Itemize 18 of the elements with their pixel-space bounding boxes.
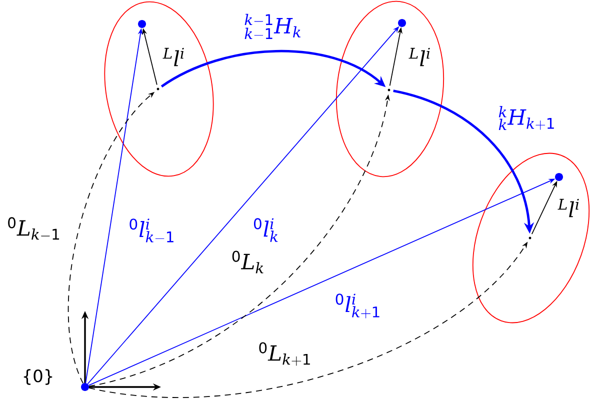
edge-label: ${}^{0}l^{i}_{k+1}$ bbox=[334, 293, 382, 319]
frame-label: {0} bbox=[24, 369, 52, 385]
landmark-dot bbox=[398, 19, 406, 27]
edge-label: ${}^{0}L_{k}$ bbox=[230, 250, 266, 274]
edge-label: ${}^{0}L_{k-1}$ bbox=[6, 216, 62, 242]
edge-label: ${}^{L}l^{i}$ bbox=[408, 47, 432, 67]
pose-point bbox=[388, 88, 390, 92]
edge-label: ${}^{k-1}_{k-1}H_{k}$ bbox=[244, 13, 302, 41]
edge-label: ${}^{k}_{k}H_{k+1}$ bbox=[498, 105, 556, 131]
pose-point bbox=[156, 88, 160, 90]
edge-label: ${}^{0}l^{i}_{k}$ bbox=[252, 218, 280, 242]
pose-point bbox=[528, 236, 532, 240]
edge-label: ${}^{L}l^{i}$ bbox=[162, 47, 186, 67]
edge-label: ${}^{0}l^{i}_{k-1}$ bbox=[128, 218, 176, 244]
edge-label: ${}^{0}L_{k+1}$ bbox=[258, 342, 312, 366]
edge-label: ${}^{L}l^{i}$ bbox=[557, 198, 581, 218]
landmark-dot bbox=[555, 173, 563, 181]
origin-dot bbox=[81, 383, 89, 391]
